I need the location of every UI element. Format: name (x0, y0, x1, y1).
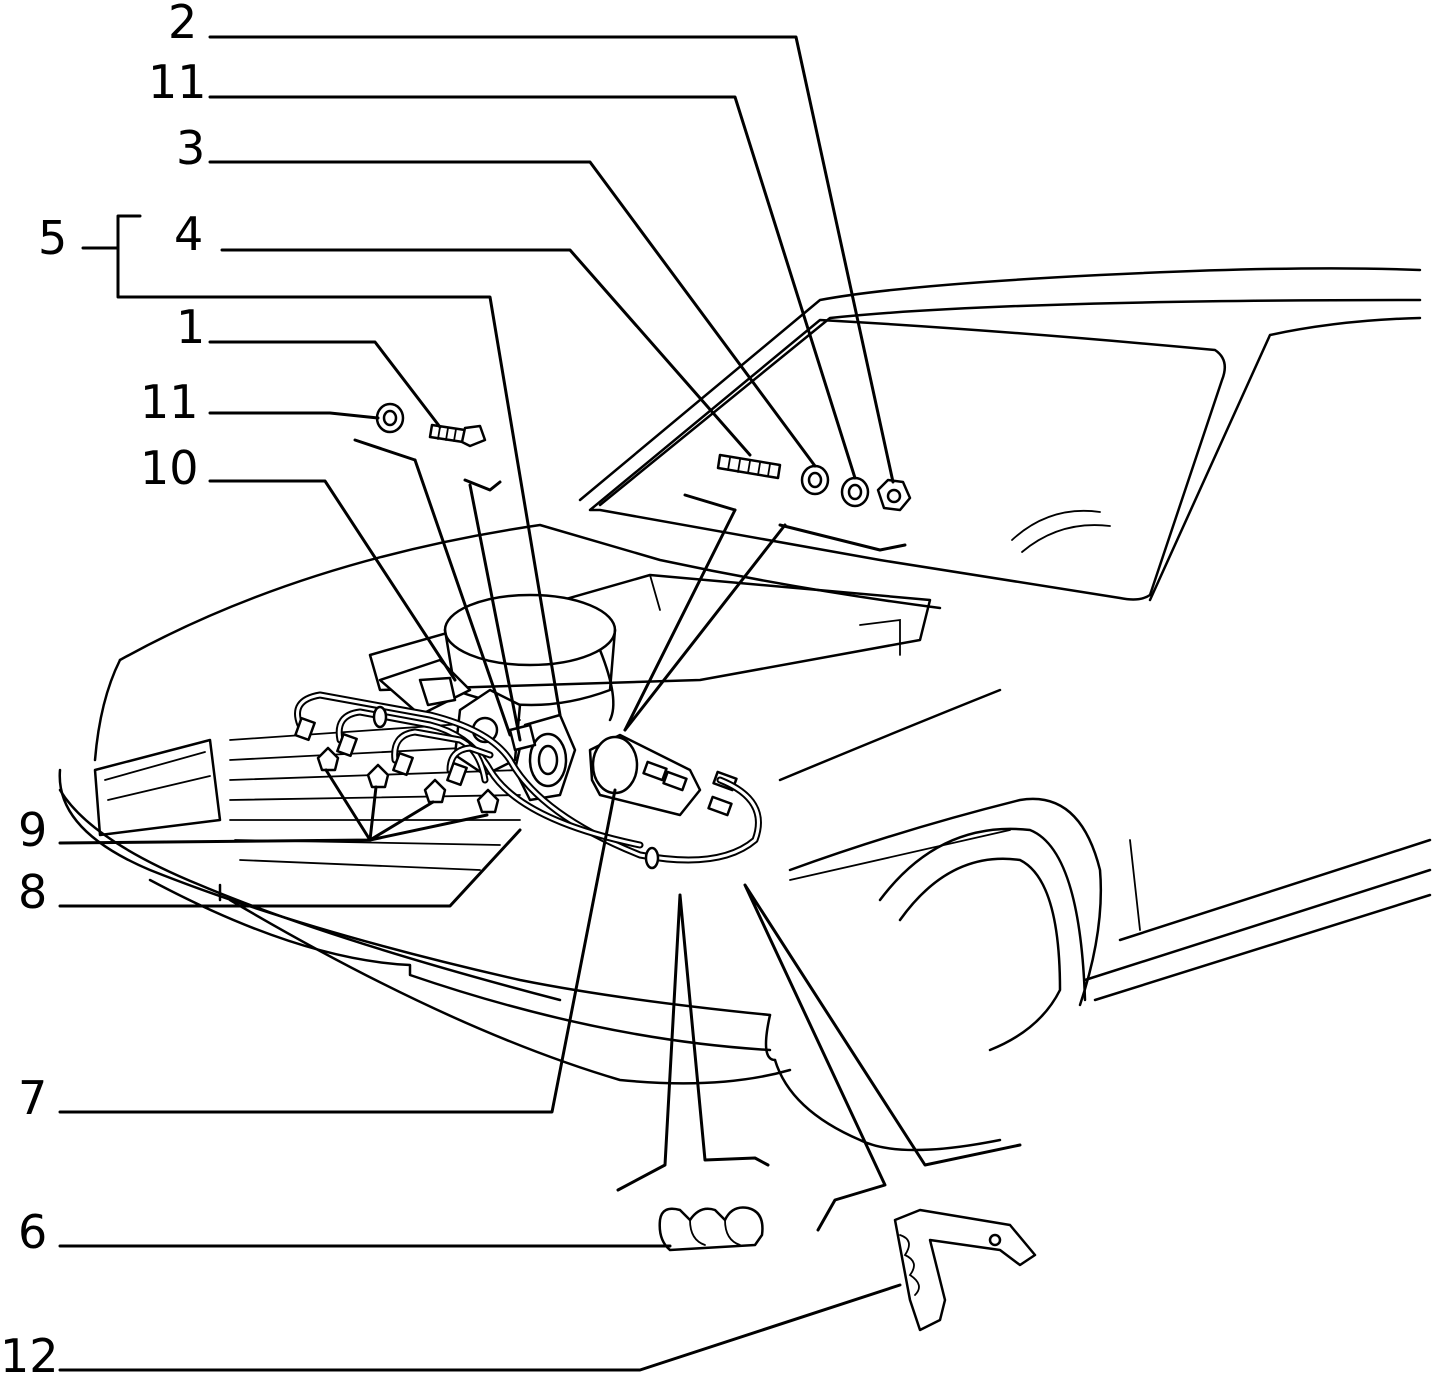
callout-4: 4 (174, 207, 203, 261)
washer-part-11-top (840, 476, 870, 508)
callout-7: 7 (18, 1071, 47, 1125)
stud-part-4 (716, 453, 782, 480)
air-cleaner (443, 593, 617, 667)
distributor-cap (588, 733, 738, 817)
car-body-outline (58, 267, 1432, 1152)
leader-lines (58, 35, 1022, 1372)
callout-12: 12 (0, 1329, 59, 1376)
callout-11-top: 11 (148, 55, 207, 109)
callout-10: 10 (140, 441, 199, 495)
nut-part-2 (876, 478, 912, 512)
bolt-part-1 (428, 423, 487, 448)
washer-part-3 (800, 464, 830, 496)
callout-8: 8 (18, 865, 47, 919)
wire-separator-part-6 (658, 1206, 764, 1252)
callout-11-bottom: 11 (140, 375, 199, 429)
ignition-wires (294, 691, 762, 870)
spark-plugs (316, 746, 500, 814)
callout-5: 5 (38, 211, 67, 265)
callout-1: 1 (176, 300, 205, 354)
callout-labels: 2 11 3 5 4 1 11 10 9 8 7 6 12 (0, 0, 207, 1376)
callout-9: 9 (18, 803, 47, 857)
wire-bracket-part-12 (893, 1208, 1037, 1332)
callout-6: 6 (18, 1205, 47, 1259)
callout-2: 2 (168, 0, 197, 49)
callout-3: 3 (176, 121, 205, 175)
washer-part-11-bottom (375, 402, 405, 434)
